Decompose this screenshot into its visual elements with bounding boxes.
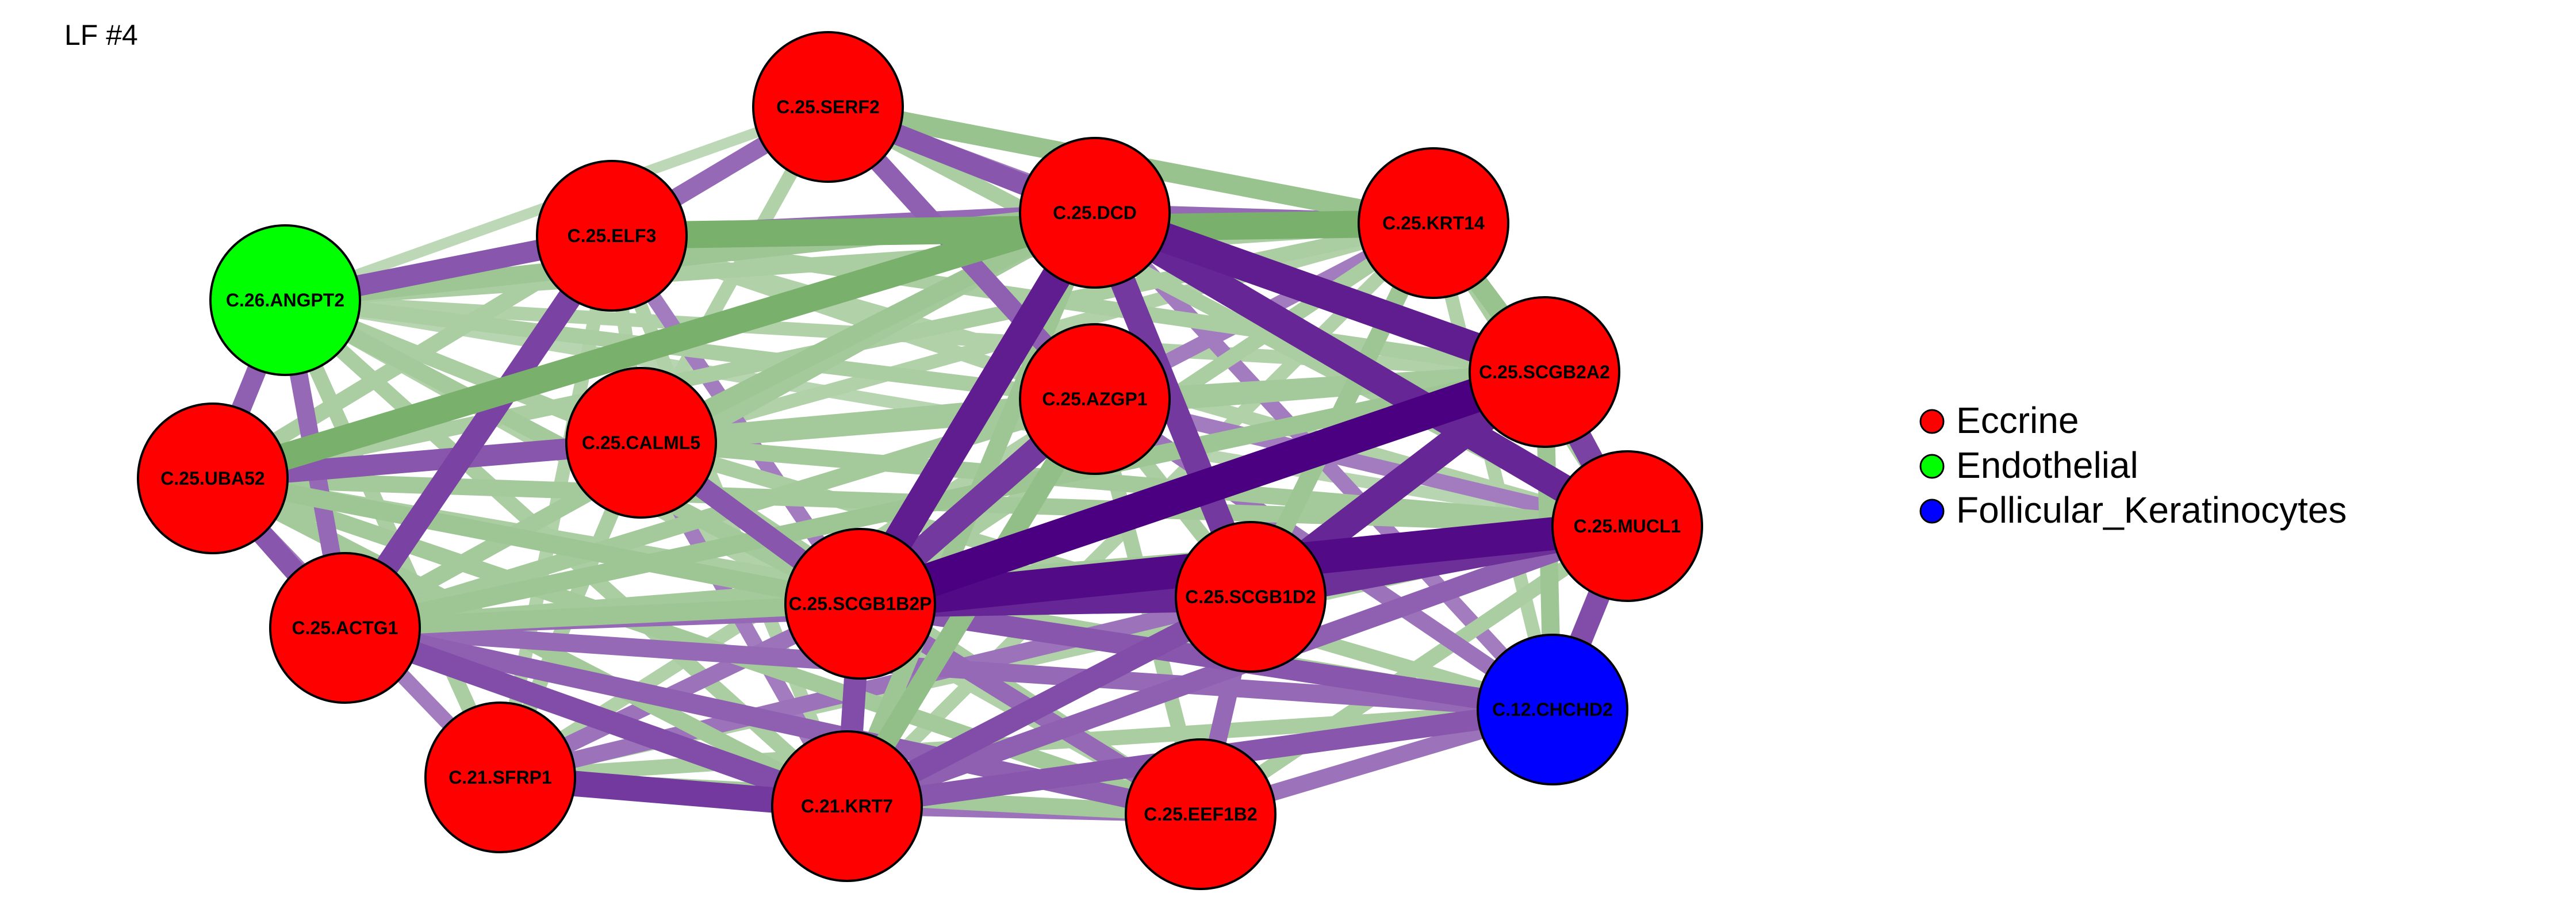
node-label-krt7: C.21.KRT7 — [801, 796, 893, 816]
legend-dot-eccrine — [1919, 409, 1945, 434]
edge-dcd-mucl1 — [1087, 200, 1635, 539]
node-circle-dcd — [1019, 137, 1171, 289]
legend-item-endothelial: Endothelial — [1919, 444, 2138, 486]
legend-label-endothelial: Endothelial — [1956, 444, 2138, 486]
node-scgb1d2: C.25.SCGB1D2 — [1175, 521, 1327, 673]
node-actg1: C.25.ACTG1 — [269, 552, 421, 704]
legend-dot-follicular-keratinocytes — [1919, 499, 1945, 524]
node-calml5: C.25.CALML5 — [565, 367, 717, 519]
node-eef1b2: C.25.EEF1B2 — [1125, 738, 1276, 890]
edge-calml5-dcd — [637, 204, 1099, 451]
node-label-krt14: C.25.KRT14 — [1382, 213, 1485, 233]
legend-label-eccrine: Eccrine — [1956, 400, 2079, 441]
node-serf2: C.25.SERF2 — [752, 31, 904, 183]
legend-item-follicular-keratinocytes: Follicular_Keratinocytes — [1919, 489, 2347, 531]
node-circle-mucl1 — [1551, 450, 1703, 602]
edge-scgb1b2p-scgb2a2 — [854, 355, 1550, 620]
node-circle-angpt2 — [209, 224, 361, 376]
node-circle-chchd2 — [1477, 634, 1628, 785]
node-krt14: C.25.KRT14 — [1358, 147, 1509, 299]
legend-label-follicular-keratinocytes: Follicular_Keratinocytes — [1956, 489, 2347, 531]
node-uba52: C.25.UBA52 — [137, 402, 289, 554]
node-label-mucl1: C.25.MUCL1 — [1574, 516, 1681, 536]
node-scgb2a2: C.25.SCGB2A2 — [1469, 296, 1620, 448]
edge-dcd-scgb2a2 — [1090, 198, 1550, 386]
legend-item-eccrine: Eccrine — [1919, 400, 2079, 441]
node-angpt2: C.26.ANGPT2 — [209, 224, 361, 376]
edge-elf3-scgb2a2 — [611, 228, 1546, 379]
node-circle-eef1b2 — [1125, 738, 1276, 890]
node-circle-elf3 — [536, 160, 688, 312]
node-circle-azgp1 — [1019, 323, 1171, 475]
node-circle-krt7 — [771, 730, 923, 882]
node-krt7: C.21.KRT7 — [771, 730, 923, 882]
legend: Eccrine Endothelial Follicular_Keratinoc… — [1919, 400, 2347, 531]
node-dcd: C.25.DCD — [1019, 137, 1171, 289]
edge-scgb1b2p-uba52 — [211, 469, 862, 613]
node-circle-scgb2a2 — [1469, 296, 1620, 448]
node-label-chchd2: C.12.CHCHD2 — [1492, 699, 1613, 720]
node-circle-serf2 — [752, 31, 904, 183]
node-label-scgb2a2: C.25.SCGB2A2 — [1479, 362, 1610, 382]
node-azgp1: C.25.AZGP1 — [1019, 323, 1171, 475]
edge-sfrp1-scgb1d2 — [498, 588, 1253, 786]
node-label-eef1b2: C.25.EEF1B2 — [1144, 804, 1257, 825]
node-label-scgb1b2p: C.25.SCGB1B2P — [789, 593, 932, 614]
plot-title: LF #4 — [64, 19, 138, 51]
node-label-elf3: C.25.ELF3 — [568, 225, 657, 246]
node-label-dcd: C.25.DCD — [1053, 202, 1137, 223]
edge-actg1-chchd2 — [344, 619, 1554, 719]
node-circle-sfrp1 — [424, 702, 576, 853]
edge-uba52-dcd — [209, 200, 1099, 492]
node-label-uba52: C.25.UBA52 — [160, 468, 264, 489]
node-chchd2: C.12.CHCHD2 — [1477, 634, 1628, 785]
edge-dcd-scgb1b2p — [847, 205, 1108, 612]
edge-chchd2-krt14 — [1427, 221, 1559, 711]
node-circle-krt14 — [1358, 147, 1509, 299]
legend-dot-endothelial — [1919, 454, 1945, 479]
node-sfrp1: C.21.SFRP1 — [424, 702, 576, 853]
node-label-sfrp1: C.21.SFRP1 — [448, 767, 552, 788]
node-mucl1: C.25.MUCL1 — [1551, 450, 1703, 602]
node-label-azgp1: C.25.AZGP1 — [1042, 389, 1147, 409]
edge-calml5-mucl1 — [640, 434, 1628, 535]
node-label-actg1: C.25.ACTG1 — [292, 618, 398, 638]
node-label-angpt2: C.26.ANGPT2 — [226, 290, 344, 310]
edge-actg1-krt7 — [341, 617, 851, 817]
node-scgb1b2p: C.25.SCGB1B2P — [784, 528, 936, 680]
node-label-serf2: C.25.SERF2 — [776, 97, 880, 117]
node-label-scgb1d2: C.25.SCGB1D2 — [1185, 586, 1316, 607]
edge-elf3-actg1 — [335, 229, 622, 635]
node-circle-calml5 — [565, 367, 717, 519]
node-circle-uba52 — [137, 402, 289, 554]
edge-scgb1b2p-actg1 — [344, 595, 861, 637]
node-elf3: C.25.ELF3 — [536, 160, 688, 312]
node-label-calml5: C.25.CALML5 — [582, 432, 700, 453]
edge-azgp1-angpt2 — [284, 292, 1096, 407]
node-circle-scgb1b2p — [784, 528, 936, 680]
node-circle-actg1 — [269, 552, 421, 704]
node-circle-scgb1d2 — [1175, 521, 1327, 673]
